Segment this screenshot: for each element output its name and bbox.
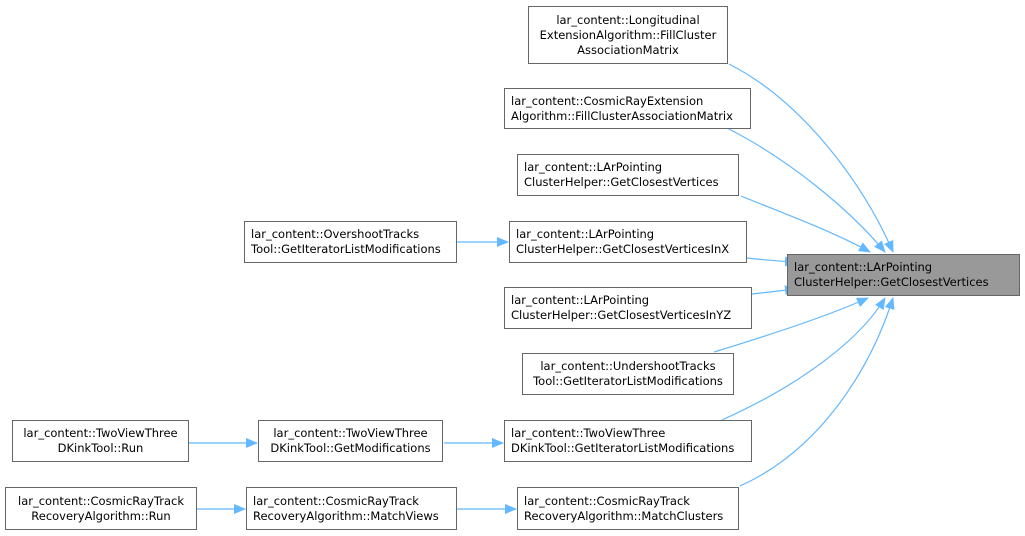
node-label-line1: lar_content::Longitudinal [556, 12, 700, 27]
node-cosmic-ray-track-match-clusters[interactable]: lar_content::CosmicRayTrack RecoveryAlgo… [517, 487, 739, 530]
node-longitudinal-extension[interactable]: lar_content::Longitudinal ExtensionAlgor… [528, 6, 728, 64]
node-label-line1: lar_content::UndershootTracks [540, 359, 716, 373]
node-cosmic-ray-track-match-views[interactable]: lar_content::CosmicRayTrack RecoveryAlgo… [246, 487, 457, 530]
node-overshoot-tracks-tool[interactable]: lar_content::OvershootTracks Tool::GetIt… [244, 221, 457, 263]
node-root-line1: lar_content::LArPointing [794, 260, 933, 274]
node-label-line1: lar_content::TwoViewThree [23, 426, 178, 440]
node-label-line2: ClusterHelper::GetClosestVerticesInX [516, 242, 730, 256]
node-label-line2: ClusterHelper::GetClosestVertices [524, 175, 719, 189]
edge-lapc-vertices-to-root [740, 195, 871, 253]
node-two-view-three-dkink-run[interactable]: lar_content::TwoViewThree DKinkTool::Run [12, 420, 189, 462]
node-label-line1: lar_content::CosmicRayTrack [253, 493, 419, 508]
node-label-line1: lar_content::LArPointing [516, 227, 655, 241]
node-cosmic-ray-extension[interactable]: lar_content::CosmicRayExtension Algorith… [504, 88, 751, 129]
edge-crtr-matchclusters-to-root [739, 297, 895, 487]
node-lapc-get-closest-vertices-in-x[interactable]: lar_content::LArPointing ClusterHelper::… [509, 221, 747, 263]
node-label-line1: lar_content::LArPointing [524, 160, 663, 174]
node-two-view-three-dkink-get-modifications[interactable]: lar_content::TwoViewThree DKinkTool::Get… [258, 420, 443, 462]
node-root-line2: ClusterHelper::GetClosestVertices [794, 275, 989, 289]
node-label-line1: lar_content::TwoViewThree [511, 426, 666, 440]
node-label-line2: DKinkTool::GetIteratorListModifications [511, 441, 735, 455]
node-label-line2: ExtensionAlgorithm::FillCluster [539, 27, 717, 42]
node-label-line1: lar_content::LArPointing [511, 293, 650, 307]
node-label-line2: ClusterHelper::GetClosestVerticesInYZ [511, 308, 732, 322]
node-label-line2: RecoveryAlgorithm::MatchClusters [524, 508, 724, 523]
node-label-line2: Tool::GetIteratorListModifications [251, 242, 441, 256]
node-root-get-closest-vertices: lar_content::LArPointing ClusterHelper::… [787, 254, 1020, 296]
node-label-line2: RecoveryAlgorithm::Run [31, 508, 171, 523]
node-label-line2: Algorithm::FillClusterAssociationMatrix [511, 108, 733, 123]
node-label-line1: lar_content::TwoViewThree [273, 426, 428, 440]
node-label-line1: lar_content::OvershootTracks [251, 227, 420, 241]
node-label-line2: DKinkTool::GetModifications [270, 441, 431, 455]
node-label-line1: lar_content::CosmicRayTrack [18, 493, 184, 508]
edge-longitudinal-to-root [728, 63, 894, 253]
node-label-line2: Tool::GetIteratorListModifications [533, 374, 723, 388]
node-cosmic-ray-track-run[interactable]: lar_content::CosmicRayTrack RecoveryAlgo… [5, 487, 197, 530]
edge-tvtk-getiter-to-root [721, 297, 886, 421]
node-label-line2: RecoveryAlgorithm::MatchViews [253, 508, 439, 523]
node-lapc-get-closest-vertices-in-yz[interactable]: lar_content::LArPointing ClusterHelper::… [504, 287, 752, 329]
node-two-view-three-dkink-get-iterator[interactable]: lar_content::TwoViewThree DKinkTool::Get… [504, 420, 752, 462]
node-label-line2: DKinkTool::Run [57, 441, 144, 455]
node-undershoot-tracks-tool[interactable]: lar_content::UndershootTracks Tool::GetI… [522, 353, 734, 395]
node-label-line1: lar_content::CosmicRayExtension [511, 93, 704, 108]
edge-undershoot-to-root [713, 297, 869, 353]
node-label-line3: AssociationMatrix [577, 42, 679, 57]
node-lapc-get-closest-vertices[interactable]: lar_content::LArPointing ClusterHelper::… [517, 154, 739, 196]
node-label-line1: lar_content::CosmicRayTrack [524, 493, 690, 508]
edge-cosmic-ext-to-root [726, 127, 886, 253]
